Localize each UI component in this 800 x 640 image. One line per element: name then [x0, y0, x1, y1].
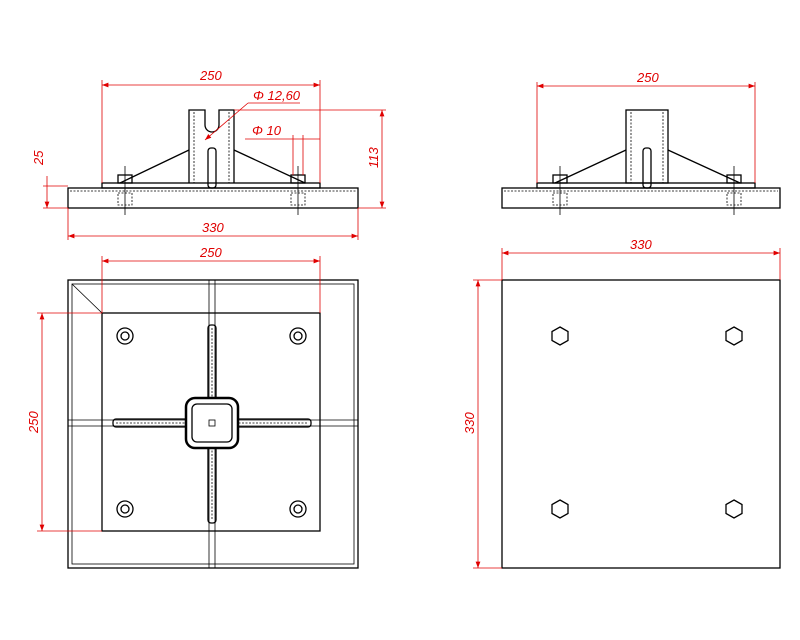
dim-bolt-diameter: Φ 10: [252, 123, 282, 138]
bolt: [552, 166, 568, 215]
hex-nut: [725, 326, 743, 346]
dim-slot-diameter: Φ 12,60: [253, 88, 301, 103]
side-view: 250: [501, 70, 781, 215]
dim-plan-250-v: 250: [26, 411, 41, 434]
hex-nut: [551, 499, 569, 519]
bolt-washer: [289, 327, 307, 345]
dim-bottom-330-h: 330: [630, 237, 652, 252]
dim-bottom-330-v: 330: [462, 412, 477, 434]
bolt: [117, 166, 133, 215]
hex-nut: [551, 326, 569, 346]
bottom-view: 330 330: [462, 237, 781, 569]
bolt-washer: [116, 500, 134, 518]
bolt-washer: [289, 500, 307, 518]
dim-plan-250-h: 250: [199, 245, 222, 260]
dim-side-250: 250: [636, 70, 659, 85]
dim-front-113: 113: [366, 147, 381, 168]
bolt: [726, 166, 742, 215]
hex-nut: [725, 499, 743, 519]
dim-front-330: 330: [202, 220, 224, 235]
front-view: 250 330 113 25 Φ 12,60 Φ 10: [31, 68, 386, 240]
bolt: [290, 166, 306, 215]
plan-view: 250 250: [26, 245, 359, 569]
dim-front-25: 25: [31, 150, 46, 166]
dim-front-250: 250: [199, 68, 222, 83]
bolt-washer: [116, 327, 134, 345]
